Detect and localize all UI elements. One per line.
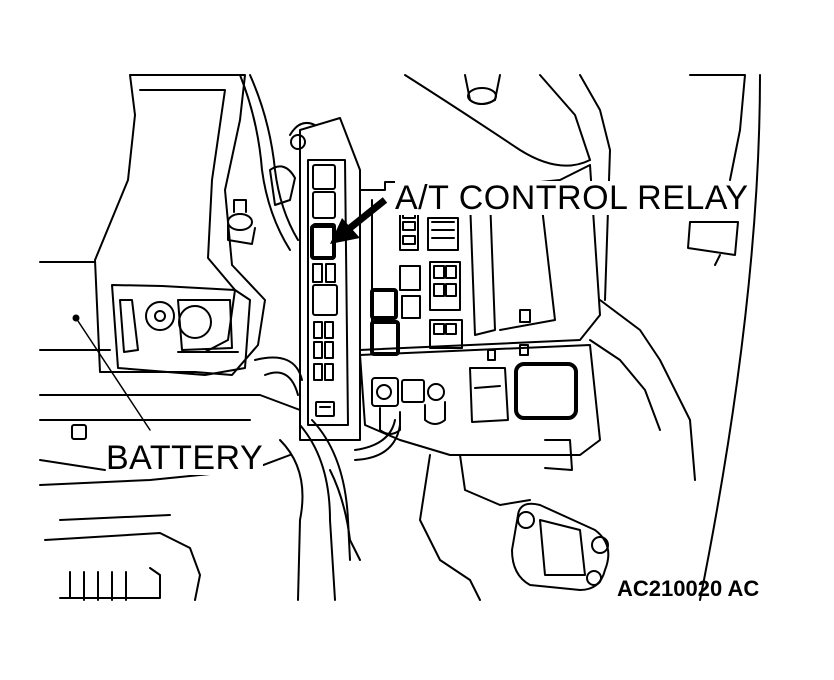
at-control-relay-label: A/T CONTROL RELAY — [395, 179, 749, 217]
figure-code: AC210020 AC — [617, 576, 760, 601]
battery-label: BATTERY — [106, 439, 264, 477]
relay-pointer-arrow — [330, 197, 388, 244]
at-control-relay — [310, 224, 336, 260]
battery-body — [111, 284, 251, 376]
battery-leader — [72, 314, 151, 431]
battery-terminal — [227, 199, 256, 245]
mounting-bracket — [511, 502, 610, 591]
relay-upper — [370, 288, 398, 320]
bottom-left-bracket — [59, 424, 161, 601]
right-engine-parts — [404, 74, 761, 601]
relay-square — [514, 362, 578, 420]
relay-box — [289, 117, 361, 441]
wiring-harness — [239, 74, 401, 601]
lower-tray — [359, 344, 601, 601]
